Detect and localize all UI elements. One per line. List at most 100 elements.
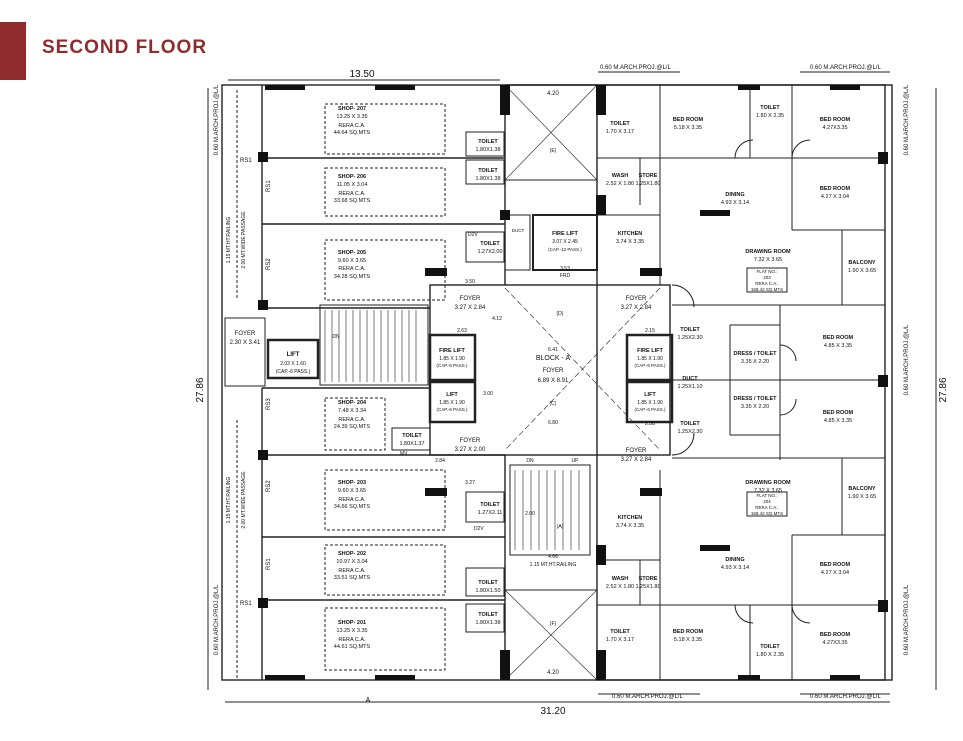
svg-text:RERA C.A.:: RERA C.A.: <box>755 505 779 510</box>
svg-text:2.84: 2.84 <box>435 458 445 464</box>
svg-text:LIFT: LIFT <box>287 352 300 358</box>
svg-text:(CAP.-6 PASS.): (CAP.-6 PASS.) <box>634 363 666 368</box>
svg-text:RERA C.A.: RERA C.A. <box>338 637 366 643</box>
svg-text:2.03 X 1.60: 2.03 X 1.60 <box>280 361 306 367</box>
svg-text:DUCT: DUCT <box>682 376 698 382</box>
svg-text:DINING: DINING <box>725 557 744 563</box>
code-d2v: D2V <box>468 232 478 238</box>
svg-text:BALCONY: BALCONY <box>848 260 876 266</box>
svg-text:2.38: 2.38 <box>645 421 655 427</box>
svg-text:1.70 X 3.17: 1.70 X 3.17 <box>606 129 634 135</box>
shop-zone <box>324 167 446 217</box>
svg-text:3.27 X 2.84: 3.27 X 2.84 <box>455 305 486 311</box>
svg-text:2.15: 2.15 <box>645 328 655 334</box>
svg-text:UP: UP <box>572 458 580 464</box>
door-swing <box>734 139 754 159</box>
shop-zone <box>324 103 446 155</box>
shop-zone <box>324 469 446 531</box>
svg-text:LIFT: LIFT <box>446 392 458 398</box>
svg-text:FIRE LIFT: FIRE LIFT <box>552 231 578 237</box>
svg-text:TOILET: TOILET <box>610 629 630 635</box>
svg-text:RERA C.A.: RERA C.A. <box>338 417 366 423</box>
passage-upper-label: 2.00 MT.WIDE PASSAGE <box>241 211 247 269</box>
svg-text:7.32 X 3.65: 7.32 X 3.65 <box>754 488 782 494</box>
shop-toilet-box <box>465 491 505 523</box>
svg-text:TOILET: TOILET <box>480 241 500 247</box>
svg-text:RERA C.A.: RERA C.A. <box>338 266 366 272</box>
shop-toilet-box <box>465 567 505 597</box>
svg-text:1.25X1.80: 1.25X1.80 <box>635 584 660 590</box>
svg-text:4.27X3.35: 4.27X3.35 <box>822 640 847 646</box>
svg-text:BED ROOM: BED ROOM <box>820 562 851 568</box>
svg-text:KITCHEN: KITCHEN <box>618 515 642 521</box>
shop-207: SHOP- 207 13.25 X 3.35 RERA C.A. 44.64 S… <box>334 106 371 136</box>
shop-206: SHOP- 206 11.05 X 3.04 RERA C.A. 33.68 S… <box>334 174 371 204</box>
dim-left-height: 27.86 <box>195 377 206 402</box>
svg-text:SHOP- 204: SHOP- 204 <box>338 400 367 406</box>
svg-text:1.80X1.38: 1.80X1.38 <box>475 620 500 626</box>
svg-text:3.27: 3.27 <box>465 480 475 486</box>
svg-text:STORE: STORE <box>639 173 658 179</box>
svg-text:FLAT NO.:: FLAT NO.: <box>756 269 777 274</box>
svg-text:FIRE LIFT: FIRE LIFT <box>439 348 465 354</box>
svg-text:WASH: WASH <box>612 173 629 179</box>
svg-text:11.05 X 3.04: 11.05 X 3.04 <box>337 182 368 188</box>
door-swing <box>791 604 811 624</box>
svg-text:3.53: 3.53 <box>560 266 570 272</box>
svg-text:BED ROOM: BED ROOM <box>673 117 704 123</box>
svg-text:FLAT NO.:: FLAT NO.: <box>756 493 777 498</box>
shop-toilets: TOILET 1.80X1.38 TOILET 1.80X1.38 TOILET… <box>399 139 502 626</box>
railing-upper-label: 1.15 MT.HT.RAILING <box>226 217 232 264</box>
duct-top <box>504 214 531 271</box>
svg-text:3.27 X 2.00: 3.27 X 2.00 <box>455 447 486 453</box>
svg-text:34.66 SQ.MTS: 34.66 SQ.MTS <box>334 504 371 510</box>
svg-text:203: 203 <box>763 275 771 280</box>
flat-no-box-lower <box>746 491 788 517</box>
svg-text:SHOP- 202: SHOP- 202 <box>338 551 366 557</box>
dim-bottom-col: 4.20 <box>547 670 559 676</box>
svg-text:BED ROOM: BED ROOM <box>823 410 854 416</box>
svg-text:4.27 X 3.04: 4.27 X 3.04 <box>821 194 849 200</box>
svg-text:44.61 SQ.MTS: 44.61 SQ.MTS <box>334 644 371 650</box>
svg-text:4.27 X 3.04: 4.27 X 3.04 <box>821 570 849 576</box>
svg-text:TOILET: TOILET <box>478 580 498 586</box>
svg-text:9.60 X 3.65: 9.60 X 3.65 <box>338 488 366 494</box>
svg-text:6.80: 6.80 <box>548 420 558 426</box>
svg-text:4.85 X 3.35: 4.85 X 3.35 <box>824 343 852 349</box>
svg-text:(CAP.-6 PASS.): (CAP.-6 PASS.) <box>634 407 666 412</box>
svg-text:FOYER: FOYER <box>626 448 647 454</box>
svg-text:RERA C.A.: RERA C.A. <box>338 497 366 503</box>
dim-right-height: 27.86 <box>938 377 949 402</box>
svg-text:4.12: 4.12 <box>492 316 502 322</box>
svg-text:BED ROOM: BED ROOM <box>673 629 704 635</box>
svg-text:(A): (A) <box>557 524 564 530</box>
svg-text:3.35 X 2.20: 3.35 X 2.20 <box>741 359 769 365</box>
svg-text:6.41: 6.41 <box>548 347 558 353</box>
svg-text:TOILET: TOILET <box>760 105 780 111</box>
svg-text:RERA C.A.:: RERA C.A.: <box>755 281 779 286</box>
svg-text:WASH: WASH <box>612 576 629 582</box>
code-rs2: RS2 <box>266 480 272 492</box>
svg-text:TOILET: TOILET <box>478 139 498 145</box>
svg-text:DINING: DINING <box>725 192 744 198</box>
svg-text:BED ROOM: BED ROOM <box>820 117 851 123</box>
svg-text:SHOP- 205: SHOP- 205 <box>338 250 366 256</box>
svg-text:RERA C.A.: RERA C.A. <box>338 568 366 574</box>
svg-text:24.39 SQ.MTS: 24.39 SQ.MTS <box>334 424 371 430</box>
svg-text:DRAWING ROOM: DRAWING ROOM <box>745 249 791 255</box>
svg-text:SHOP- 201: SHOP- 201 <box>338 620 366 626</box>
svg-text:3.35 X 2.20: 3.35 X 2.20 <box>741 404 769 410</box>
svg-text:(F): (F) <box>550 621 557 627</box>
svg-text:158.42 SQ.MTS: 158.42 SQ.MTS <box>751 287 783 292</box>
svg-text:9.60 X 3.65: 9.60 X 3.65 <box>338 258 366 264</box>
proj-right-mid: 0.60 M.ARCH.PROJ.@L/L <box>904 324 910 395</box>
svg-text:(D): (D) <box>557 311 564 317</box>
svg-text:RERA C.A.: RERA C.A. <box>338 191 366 197</box>
proj-bottom-right: 0.60 M.ARCH.PROJ.@L/L <box>810 694 881 700</box>
svg-text:(CAP.-6 PASS.): (CAP.-6 PASS.) <box>276 369 311 375</box>
shop-203: SHOP- 203 9.60 X 3.65 RERA C.A. 34.66 SQ… <box>334 480 371 510</box>
door-swing <box>779 398 797 416</box>
proj-right-bottom: 0.60 M.ARCH.PROJ.@L/L <box>904 584 910 655</box>
svg-text:5.18 X 3.35: 5.18 X 3.35 <box>674 125 702 131</box>
